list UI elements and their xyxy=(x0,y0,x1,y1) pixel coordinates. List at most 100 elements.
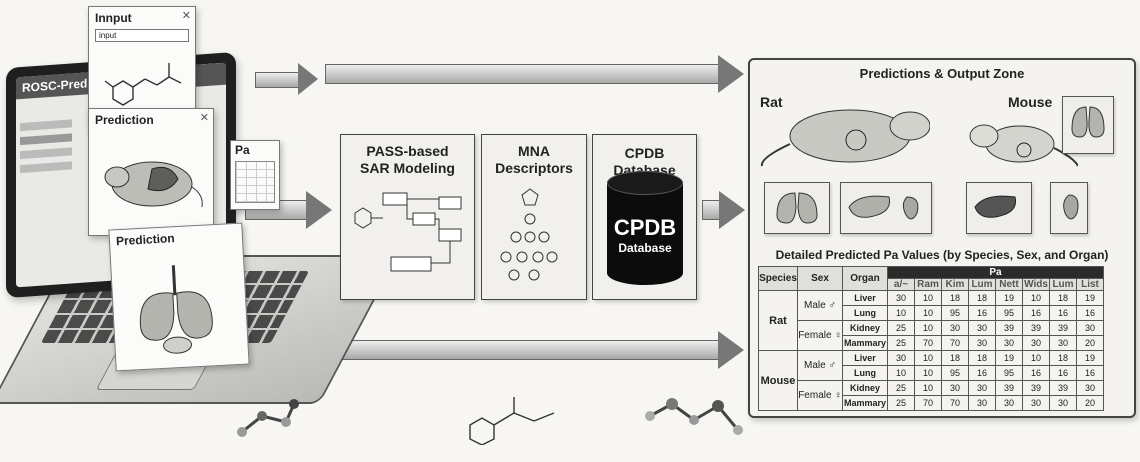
species-cell: Mouse xyxy=(758,350,798,411)
rat-label: Rat xyxy=(760,94,783,110)
pa-value-cell: 30 xyxy=(887,350,915,366)
pa-value-cell: 18 xyxy=(968,290,996,306)
pa-value-cell: 10 xyxy=(1022,290,1050,306)
pa-value-cell: 10 xyxy=(1022,350,1050,366)
organ-cell: Mammary xyxy=(842,395,888,411)
pa-value-cell: 18 xyxy=(1049,350,1077,366)
prediction-card-title: Prediction xyxy=(95,113,154,127)
pa-value-cell: 70 xyxy=(941,335,969,351)
pa-value-cell: 30 xyxy=(968,380,996,396)
organ-box-rat-liver-kidney xyxy=(840,182,932,234)
pa-value-cell: 10 xyxy=(914,320,942,336)
pa-value-cell: 16 xyxy=(1022,305,1050,321)
pass-title-line2: SAR Modeling xyxy=(360,160,455,176)
organ-box-mouse-liver xyxy=(966,182,1032,234)
organ-cell: Kidney xyxy=(842,380,888,396)
ball-stick-molecule xyxy=(237,399,299,437)
pa-mini-grid xyxy=(235,161,275,203)
rat-liver-illustration xyxy=(104,161,203,208)
pa-value-cell: 19 xyxy=(1076,350,1104,366)
organ-cell: Lung xyxy=(842,305,888,321)
sex-cell: Female ♀ xyxy=(797,380,843,411)
benzene-molecule xyxy=(469,397,555,445)
organ-cell: Lung xyxy=(842,365,888,381)
pa-value-cell: 18 xyxy=(968,350,996,366)
pa-value-cell: 30 xyxy=(1076,320,1104,336)
mna-title-line1: MNA xyxy=(518,143,550,159)
pa-value-cell: 25 xyxy=(887,395,915,411)
mna-box: MNA Descriptors xyxy=(481,134,587,300)
pa-subcolumn-header: List xyxy=(1076,278,1104,291)
pa-subcolumn-header: Lum xyxy=(1049,278,1077,291)
pa-value-cell: 16 xyxy=(1022,365,1050,381)
header-pa: Pa xyxy=(887,266,1104,279)
pa-value-cell: 95 xyxy=(941,365,969,381)
pa-value-cell: 95 xyxy=(995,305,1023,321)
cpdb-box: CPDB Database CPDB Database xyxy=(592,134,697,300)
pa-value-cell: 30 xyxy=(995,335,1023,351)
pa-value-cell: 25 xyxy=(887,380,915,396)
zone-title: Predictions & Output Zone xyxy=(859,66,1025,81)
species-cell: Rat xyxy=(758,290,798,351)
pa-value-cell: 16 xyxy=(968,365,996,381)
pa-value-cell: 10 xyxy=(914,305,942,321)
pa-value-cell: 30 xyxy=(995,395,1023,411)
pa-value-cell: 30 xyxy=(968,395,996,411)
app-sidebar xyxy=(20,113,72,179)
pa-value-cell: 18 xyxy=(941,290,969,306)
lungs-icon xyxy=(1071,106,1105,138)
mouse-illustration xyxy=(969,124,1078,167)
pass-title-line1: PASS-based xyxy=(366,143,449,159)
close-icon[interactable]: ✕ xyxy=(199,112,209,124)
organ-cell: Mammary xyxy=(842,335,888,351)
organ-box-rat-lungs xyxy=(764,182,830,234)
pa-value-cell: 39 xyxy=(1049,380,1077,396)
pa-value-cell: 30 xyxy=(968,320,996,336)
pa-value-cell: 30 xyxy=(968,335,996,351)
pa-value-cell: 30 xyxy=(1022,335,1050,351)
pa-value-cell: 10 xyxy=(914,380,942,396)
input-field[interactable]: input xyxy=(95,29,189,42)
pa-value-cell: 10 xyxy=(914,365,942,381)
sex-cell: Male ♂ xyxy=(797,350,843,381)
pa-value-cell: 30 xyxy=(1049,395,1077,411)
pa-value-cell: 19 xyxy=(995,350,1023,366)
kidney-icon xyxy=(1063,194,1079,220)
pa-value-cell: 95 xyxy=(995,365,1023,381)
organ-box-mouse-kidney xyxy=(1050,182,1088,234)
pa-subcolumn-header: Lum xyxy=(968,278,996,291)
pa-card: Pa xyxy=(230,140,280,210)
pa-value-cell: 18 xyxy=(1049,290,1077,306)
pa-value-cell: 39 xyxy=(995,320,1023,336)
pa-value-cell: 39 xyxy=(1022,380,1050,396)
header-organ: Organ xyxy=(842,266,888,291)
pa-value-cell: 30 xyxy=(887,290,915,306)
input-card-title: Innput xyxy=(95,11,132,25)
organ-cell: Liver xyxy=(842,290,888,306)
pa-value-cell: 70 xyxy=(914,335,942,351)
prediction-card-title: Prediction xyxy=(115,231,175,249)
liver-kidney-icon xyxy=(848,195,919,220)
database-label-main: CPDB xyxy=(613,215,677,240)
pa-subcolumn-header: Ram xyxy=(914,278,942,291)
pa-value-cell: 19 xyxy=(1076,290,1104,306)
pa-value-cell: 10 xyxy=(914,290,942,306)
table-title: Detailed Predicted Pa Values (by Species… xyxy=(775,248,1109,262)
pa-subcolumn-header: Kim xyxy=(941,278,969,291)
close-icon[interactable]: ✕ xyxy=(181,10,191,22)
pass-sar-box: PASS-based SAR Modeling xyxy=(340,134,475,300)
pa-value-cell: 39 xyxy=(1049,320,1077,336)
header-sex: Sex xyxy=(797,266,843,291)
mna-descriptor-diagram xyxy=(500,188,558,281)
sex-cell: Female ♀ xyxy=(797,320,843,351)
organ-cell: Kidney xyxy=(842,320,888,336)
ball-stick-molecule xyxy=(645,398,743,435)
database-label-sub: Database xyxy=(618,241,672,255)
pa-value-cell: 19 xyxy=(995,290,1023,306)
